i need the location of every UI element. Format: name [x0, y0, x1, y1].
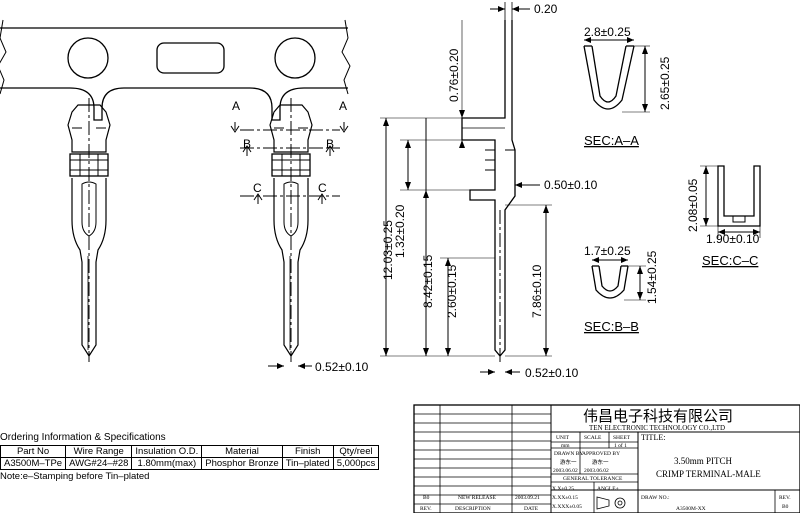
table-row: A3500M–TPe AWG#24–#28 1.80mm(max) Phosph… — [0, 457, 380, 470]
sec-bb-label: SEC:B–B — [584, 319, 639, 334]
pilot-hole-left — [67, 37, 109, 79]
cell-part-no: A3500M–TPe — [0, 457, 67, 470]
revision-head-rev: REV. — [420, 506, 432, 512]
company-name-cn: 伟昌电子科技有限公司 — [583, 408, 733, 425]
revision-head-date: DATE — [524, 506, 539, 512]
header-insulation: Insulation O.D. — [131, 445, 203, 458]
drawing-no-label: DRAW NO.: — [641, 495, 670, 501]
angle-label: ANGLE± — [597, 486, 619, 492]
header-material: Material — [201, 445, 283, 458]
drawn-by-name: 游东一 — [560, 458, 577, 466]
product-title-line1: 3.50mm PITCH — [674, 456, 733, 466]
revision-entry-rev: B0 — [423, 495, 430, 501]
product-title-line2: CRIMP TERMINAL-MALE — [656, 469, 761, 479]
sheet-label: SHEET — [613, 435, 631, 441]
section-cc — [700, 165, 761, 238]
sheet-value: 1 of 1 — [614, 442, 627, 449]
dim-786-text: 7.86±0.10 — [530, 264, 544, 318]
header-wire-range: Wire Range — [65, 445, 133, 458]
top-thickness-text: 0.20 — [534, 2, 558, 16]
carrier-strip — [0, 19, 351, 121]
dim-132-text: 1.32±0.20 — [393, 204, 407, 258]
company-name-en: TEN ELECTRONIC TECHNOLOGY CO.,LTD — [589, 424, 725, 432]
title-block-frame — [413, 404, 800, 513]
section-b-label-right: B — [326, 137, 334, 151]
rev-label-right: REV. — [779, 495, 791, 501]
pin-width-dim-right — [480, 369, 520, 375]
section-c-label-right: C — [318, 181, 327, 195]
approved-by-date: 2003.06.02 — [584, 468, 609, 474]
header-qty: Qty/reel — [332, 445, 380, 458]
pin-width-right-text: 0.52±0.10 — [525, 366, 579, 380]
projection-symbol-icon — [596, 496, 626, 510]
table-header-row: Part No Wire Range Insulation O.D. Mater… — [0, 445, 380, 458]
drawn-by-label: DRAWN BY — [554, 451, 583, 457]
dim-076-text: 0.76±0.20 — [447, 48, 461, 102]
header-part-no: Part No — [0, 445, 67, 458]
section-c-label-left: C — [253, 181, 262, 195]
section-bb — [591, 257, 646, 301]
spec-table: Part No Wire Range Insulation O.D. Mater… — [0, 445, 380, 470]
cell-finish: Tin–plated — [281, 457, 334, 470]
sec-cc-height-text: 2.08±0.05 — [686, 178, 700, 232]
revision-head-description: DESCRIPTION — [455, 506, 491, 512]
sec-aa-width-text: 2.8±0.25 — [584, 25, 631, 39]
carrier-slot — [156, 42, 225, 74]
general-tolerance-label: GENERAL TOLERANCE — [563, 476, 623, 482]
side-profile — [461, 20, 516, 362]
vertical-dims — [380, 20, 552, 357]
drawn-by-date: 2003.06.02 — [553, 468, 578, 474]
dim-1203-text: 12.03±0.25 — [381, 220, 395, 280]
unit-label: UNIT — [556, 435, 570, 441]
pilot-hole-right — [274, 37, 316, 79]
dim-050-text: 0.50±0.10 — [544, 178, 598, 192]
sec-cc-label: SEC:C–C — [702, 253, 758, 268]
terminal-right — [230, 98, 349, 362]
drawing-no-value: A3500M-XX — [676, 506, 706, 512]
pin-width-left-text: 0.52±0.10 — [315, 360, 369, 374]
ordering-title: Ordering Information & Specifications — [0, 432, 166, 443]
top-thickness-dim — [490, 2, 530, 20]
tolerance-2: X.XX±0.15 — [552, 495, 578, 501]
section-aa — [583, 37, 650, 113]
cell-qty: 5,000pcs — [332, 457, 380, 470]
scale-label: SCALE — [584, 435, 602, 441]
unit-value: mm — [561, 443, 570, 449]
sec-bb-height-text: 1.54±0.25 — [645, 250, 659, 304]
cell-material: Phosphor Bronze — [201, 457, 283, 470]
section-a-label-left: A — [232, 99, 240, 113]
revision-entry-date: 2003.09.21 — [515, 495, 540, 501]
dim-842-text: 8.42±0.15 — [421, 254, 435, 308]
pin-width-dim-left — [268, 363, 312, 369]
revision-entry-description: NEW RELEASE — [458, 495, 497, 501]
approved-by-name: 游东一 — [592, 458, 609, 466]
sec-bb-width-text: 1.7±0.25 — [584, 244, 631, 258]
title-label: TITLE: — [641, 433, 665, 442]
dim-260-text: 2.60±0.15 — [445, 264, 459, 318]
rev-value-right: B0 — [782, 504, 789, 510]
sec-aa-label: SEC:A–A — [584, 133, 639, 148]
sec-aa-height-text: 2.65±0.25 — [658, 56, 672, 110]
terminal-left — [67, 98, 111, 362]
tolerance-3: X.XXX±0.05 — [552, 504, 582, 510]
tolerance-1: X.X±0.25 — [552, 486, 574, 492]
approved-by-label: APPROVED BY — [582, 451, 620, 457]
section-a-label-right: A — [339, 99, 347, 113]
sec-cc-width-text: 1.90±0.10 — [706, 232, 760, 246]
cell-insulation: 1.80mm(max) — [131, 457, 203, 470]
cell-wire-range: AWG#24–#28 — [65, 457, 133, 470]
ordering-note: Note:e–Stamping before Tin–plated — [0, 471, 150, 482]
section-b-label-left: B — [243, 137, 251, 151]
header-finish: Finish — [281, 445, 334, 458]
